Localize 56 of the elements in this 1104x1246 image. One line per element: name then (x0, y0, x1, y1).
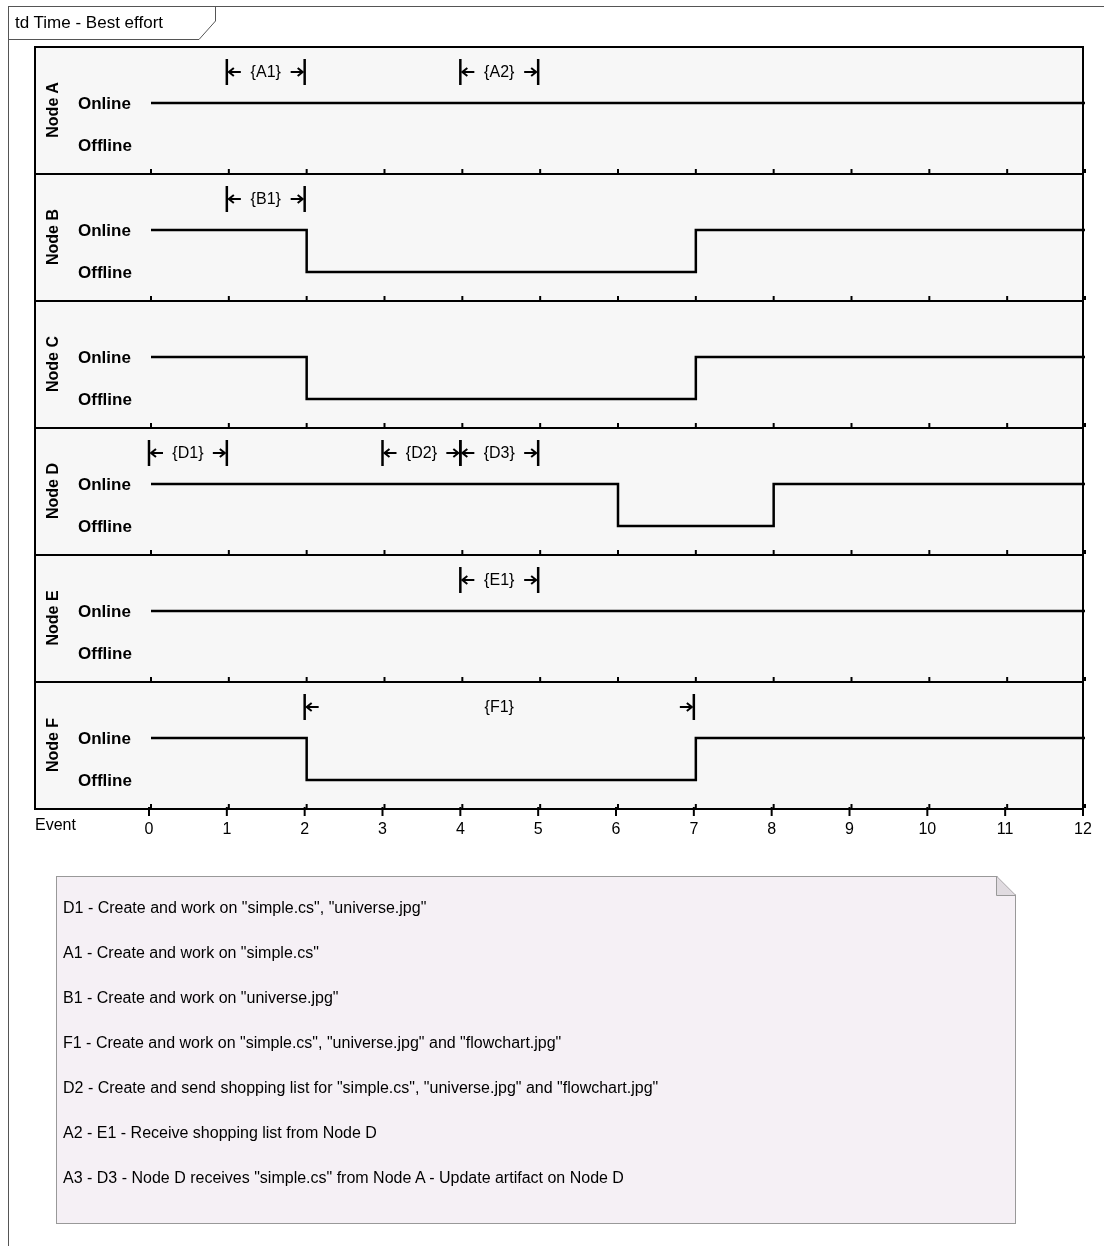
diagram-frame (8, 6, 1104, 1246)
frame-title: td Time - Best effort (15, 12, 164, 34)
state-label: Offline (78, 644, 132, 662)
note-text: F1 - Create and work on "simple.cs", "universe.jpg" and "flowchart.jpg" (63, 1033, 563, 1053)
axis-tick-label: 8 (767, 821, 777, 837)
state-label: Online (78, 602, 131, 620)
lifeline-band (34, 681, 1084, 810)
axis-tick-label: 7 (689, 821, 699, 837)
note-text: D1 - Create and work on "simple.cs", "universe.jpg" (63, 898, 428, 918)
axis-tick-label: 3 (378, 821, 387, 837)
state-label: Offline (78, 390, 132, 408)
duration-constraint-label: {D1} (171, 445, 205, 461)
state-label: Offline (78, 136, 132, 154)
state-label: Offline (78, 263, 132, 281)
axis-tick-label: 5 (533, 821, 543, 837)
note-box (56, 876, 1016, 1224)
note-text: B1 - Create and work on "universe.jpg" (63, 988, 340, 1008)
duration-constraint-label: {A1} (249, 64, 282, 80)
lifeline-name: Node D (45, 463, 61, 519)
state-label: Online (78, 729, 131, 747)
state-label: Online (78, 94, 131, 112)
state-label: Offline (78, 517, 132, 535)
lifeline-name: Node B (45, 209, 61, 265)
duration-constraint-label: {D3} (482, 445, 516, 461)
axis-tick-label: 0 (144, 821, 154, 837)
axis-tick-label: 4 (455, 821, 465, 837)
lifeline-name: Node A (45, 82, 61, 138)
duration-constraint-label: {D2} (404, 445, 438, 461)
duration-constraint-label: {E1} (483, 572, 516, 588)
axis-tick-label: 9 (845, 821, 854, 837)
duration-constraint-label: {B1} (249, 191, 282, 207)
state-label: Offline (78, 771, 132, 789)
axis-tick-label: 12 (1074, 821, 1092, 837)
axis-tick-label: 11 (996, 821, 1014, 837)
duration-constraint-label: {F1} (483, 699, 515, 715)
axis-tick-label: 2 (300, 821, 310, 837)
lifeline-band (34, 46, 1084, 175)
state-label: Online (78, 475, 131, 493)
lifeline-name: Node E (45, 590, 61, 646)
lifeline-band (34, 554, 1084, 683)
duration-constraint-label: {A2} (483, 64, 516, 80)
axis-tick-label: 10 (918, 821, 937, 837)
axis-tick-label: 6 (611, 821, 621, 837)
note-text: A2 - E1 - Receive shopping list from Node D (63, 1123, 378, 1143)
note-text: D2 - Create and send shopping list for "simple.cs", "universe.jpg" and "flowchart.jpg" (63, 1078, 660, 1098)
note-text: A3 - D3 - Node D receives "simple.cs" from Node A - Update artifact on Node D (63, 1168, 625, 1188)
state-label: Online (78, 348, 131, 366)
lifeline-band (34, 173, 1084, 302)
lifeline-band (34, 300, 1084, 429)
lifeline-name: Node F (45, 717, 61, 773)
axis-tick-label: 1 (222, 821, 232, 837)
note-text: A1 - Create and work on "simple.cs" (63, 943, 320, 963)
lifeline-band (34, 427, 1084, 556)
state-label: Online (78, 221, 131, 239)
lifeline-name: Node C (45, 336, 61, 392)
axis-title: Event (35, 817, 76, 833)
